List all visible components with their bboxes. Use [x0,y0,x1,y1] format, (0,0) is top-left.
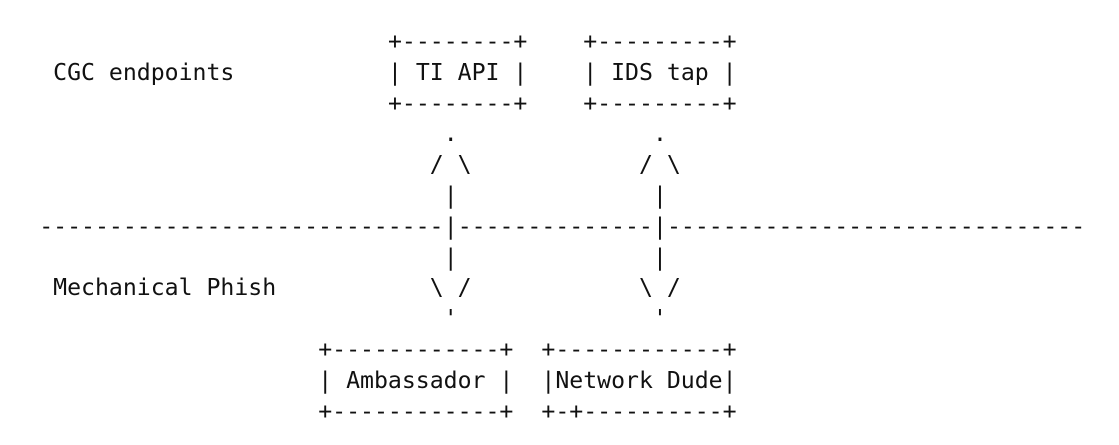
box-ambassador-bottom-border: +------------+ [318,397,514,425]
arrow-up-tip: . [443,120,458,148]
arrow-shaft: | [443,182,458,209]
box-ti-api-bottom-border: +--------+ [387,89,528,117]
box-ti-api-top-border: +--------+ [387,28,528,55]
arrow-shaft: | [652,182,667,209]
box-ambassador-label: | Ambassador | [318,366,514,394]
zone-label-cgc-endpoints: CGC endpoints [53,58,235,86]
zone-label-mechanical-phish: Mechanical Phish [53,274,277,302]
separator-segment-middle: -------------- [457,212,653,240]
arrow-down-head: \ / [429,274,472,302]
separator-segment-right: ------------------------------ [666,212,1086,240]
box-ids-tap-top-border: +---------+ [583,28,737,55]
box-ids-tap-bottom-border: +---------+ [583,89,737,117]
box-ids-tap-label: | IDS tap | [583,58,737,86]
separator-segment-left: ----------------------------- [39,212,444,240]
arrow-up-head: / \ [429,151,472,179]
separator-crossing-left: | [443,212,458,240]
box-ti-api-label: | TI API | [387,58,528,86]
box-network-dude-bottom-border: +-+----------+ [541,397,737,425]
arrow-down-tip: ' [652,305,667,333]
ascii-diagram: CGC endpoints Mechanical Phish +--------… [39,27,1119,445]
arrow-shaft: | [652,243,667,271]
arrow-shaft: | [443,243,458,271]
arrow-down-tip: ' [443,305,458,333]
box-network-dude-top-border: +------------+ [541,336,737,363]
arrow-down-head: \ / [639,274,681,302]
box-ambassador-top-border: +------------+ [318,336,514,363]
arrow-up-tip: . [652,120,667,148]
box-network-dude-label: |Network Dude| [541,366,737,394]
arrow-up-head: / \ [639,151,681,179]
separator-crossing-right: | [652,212,667,240]
